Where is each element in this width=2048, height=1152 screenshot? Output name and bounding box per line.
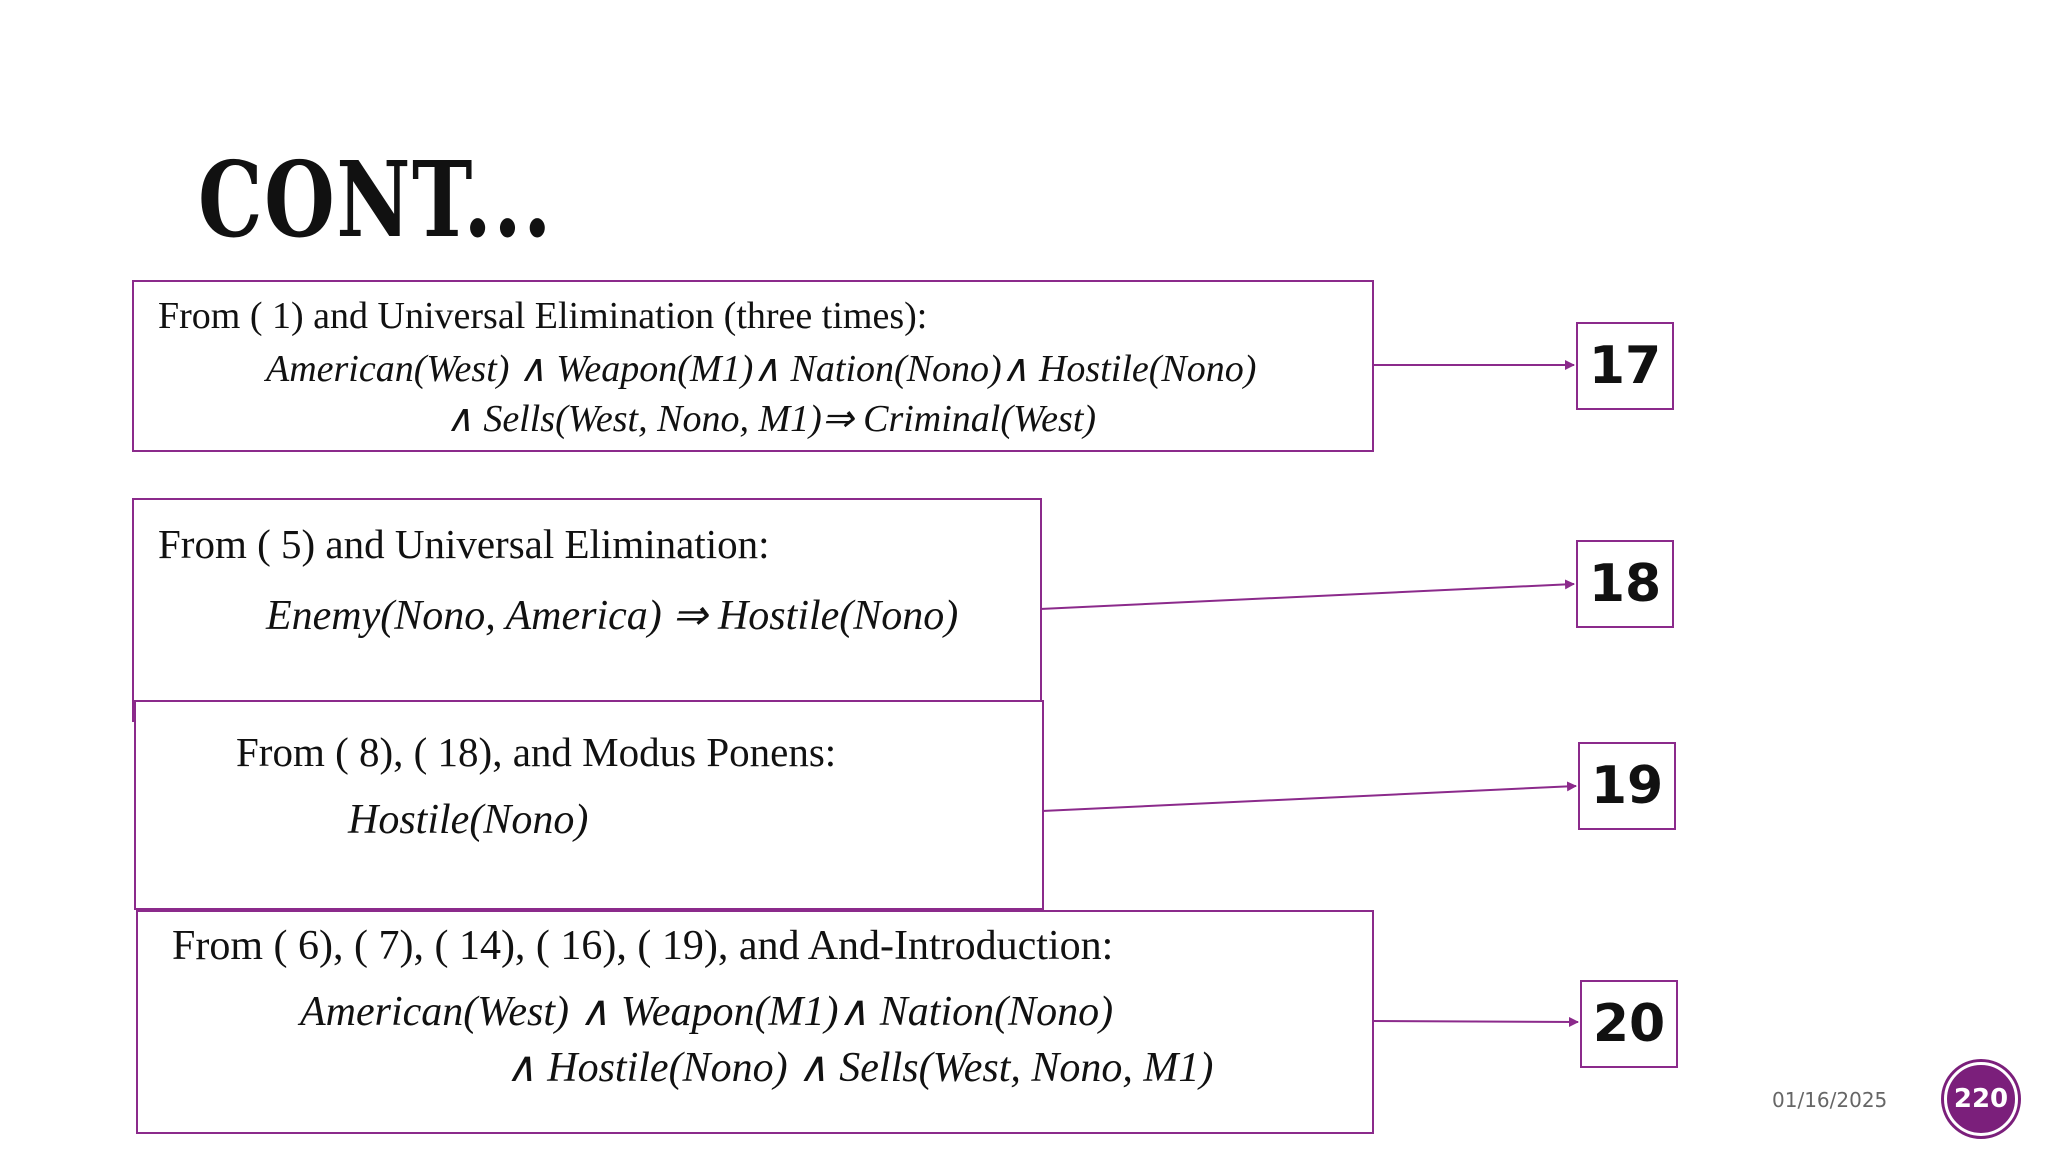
arrow-18 — [1039, 579, 1575, 610]
box-19-line-2: Hostile(Nono) — [348, 797, 589, 843]
box-19-line-1: From ( 8), ( 18), and Modus Ponens: — [236, 729, 837, 775]
box-20-line-2: American(West) ∧ Weapon(M1)∧ Nation(Nono… — [300, 989, 1114, 1035]
box-17-line-3: ∧ Sells(West, Nono, M1)⇒ Criminal(West) — [446, 398, 1097, 440]
box-18-line-1: From ( 5) and Universal Elimination: — [158, 521, 770, 567]
slide-title: CONT... — [198, 138, 553, 261]
derivation-box-17: From ( 1) and Universal Elimination (thr… — [132, 280, 1374, 452]
step-badge-20: 20 — [1580, 980, 1678, 1068]
box-17-line-1: From ( 1) and Universal Elimination (thr… — [158, 295, 928, 337]
box-20-line-3: ∧ Hostile(Nono) ∧ Sells(West, Nono, M1) — [506, 1045, 1214, 1091]
arrow-20 — [1371, 1016, 1579, 1027]
step-badge-18: 18 — [1576, 540, 1674, 628]
derivation-box-20: From ( 6), ( 7), ( 14), ( 16), ( 19), an… — [136, 910, 1374, 1134]
box-18-line-2: Enemy(Nono, America) ⇒ Hostile(Nono) — [266, 593, 959, 639]
step-badge-17: 17 — [1576, 322, 1674, 410]
page-number-badge: 220 — [1944, 1062, 2018, 1136]
arrow-19 — [1041, 781, 1577, 812]
slide-date: 01/16/2025 — [1772, 1088, 1888, 1112]
derivation-box-19: From ( 8), ( 18), and Modus Ponens: Host… — [134, 700, 1044, 910]
box-17-line-2: American(West) ∧ Weapon(M1)∧ Nation(Nono… — [266, 348, 1257, 390]
step-badge-19: 19 — [1578, 742, 1676, 830]
derivation-box-18: From ( 5) and Universal Elimination: Ene… — [132, 498, 1042, 722]
box-20-line-1: From ( 6), ( 7), ( 14), ( 16), ( 19), an… — [172, 923, 1114, 969]
